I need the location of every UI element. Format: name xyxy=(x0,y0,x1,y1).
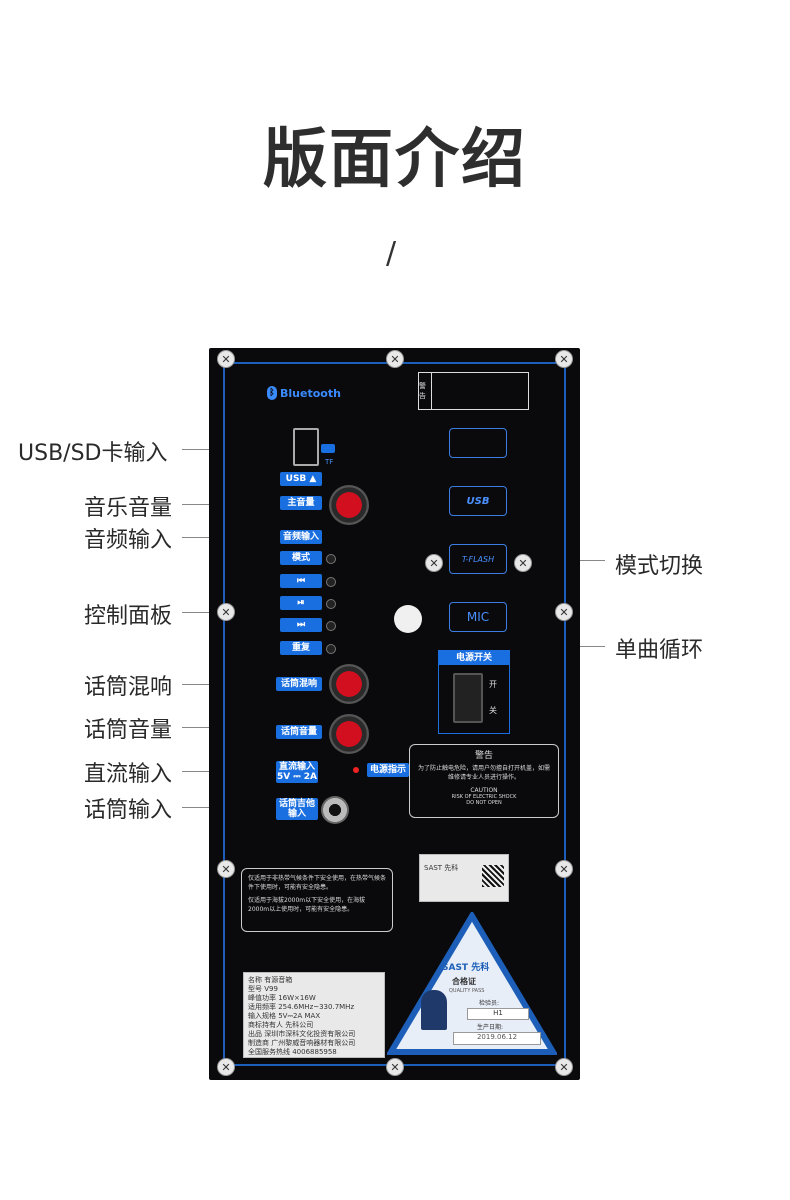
callout-mic-input: 话筒输入 xyxy=(84,798,173,823)
bluetooth-label: Bluetooth xyxy=(280,386,341,400)
main-volume-knob[interactable] xyxy=(329,485,369,525)
screw-icon: ✕ xyxy=(555,350,573,368)
spec-line: 型号 V99 xyxy=(248,985,278,993)
screw-icon: ✕ xyxy=(217,860,235,878)
caution-line-2: DO NOT OPEN xyxy=(466,800,502,806)
screw-icon: ✕ xyxy=(425,554,443,572)
spec-line: 制造商 广州黎威音响器材有限公司 xyxy=(248,1039,356,1047)
repeat-label: 重复 xyxy=(280,641,322,655)
mode-button[interactable] xyxy=(326,554,336,564)
power-off-label: 关 xyxy=(489,706,497,715)
altitude-notice-text: 仅适用于海拔2000m以下安全使用，在海拔2000m以上使用时，可能有安全隐患。 xyxy=(248,897,366,913)
qc-title: 合格证 xyxy=(452,977,476,986)
callout-mic-reverb: 话筒混响 xyxy=(84,675,173,700)
spec-sticker: 名称 有源音箱 型号 V99 峰值功率 16W×16W 适用频率 254.6MH… xyxy=(243,972,385,1058)
qc-seal-icon xyxy=(394,605,422,633)
callout-mode-switch: 模式切换 xyxy=(615,554,704,579)
callout-audio-input: 音频输入 xyxy=(84,528,173,553)
mic-reverb-knob[interactable] xyxy=(329,664,369,704)
play-pause-label: ⏯ xyxy=(280,596,322,610)
divider-slash: / xyxy=(386,236,397,271)
next-button[interactable] xyxy=(326,621,336,631)
tflash-mode-icon: T-FLASH xyxy=(449,544,507,574)
spec-line: 名称 有源音箱 xyxy=(248,976,293,984)
spec-line: 商标持有人 先科公司 xyxy=(248,1021,314,1029)
top-warning-title: 警告 xyxy=(419,373,432,409)
spec-line: 出品 深圳市深科文化投资有限公司 xyxy=(248,1030,356,1038)
brand-sticker: SAST 先科 xyxy=(419,854,509,902)
callout-usb-sd: USB/SD卡输入 xyxy=(18,441,168,466)
mic-reverb-label: 话筒混响 xyxy=(276,677,322,691)
bluetooth-icon: ᛒ xyxy=(267,386,277,400)
climate-notice: 仅适用于非热带气候条件下安全使用，在热带气候条件下使用时，可能有安全隐患。 仅适… xyxy=(241,868,393,932)
main-volume-label: 主音量 xyxy=(280,496,322,510)
page-title: 版面介绍 xyxy=(263,123,527,197)
power-on-label: 开 xyxy=(489,680,497,689)
brand-sticker-text: SAST 先科 xyxy=(424,864,459,872)
date-label: 生产日期: xyxy=(477,1024,504,1031)
usb-label: USB ▲ xyxy=(280,472,322,486)
date-value: 2019.06.12 xyxy=(453,1032,541,1045)
repeat-button[interactable] xyxy=(326,644,336,654)
screw-icon: ✕ xyxy=(386,350,404,368)
dc-input-label: 直流输入 5V ⎓ 2A xyxy=(276,761,318,783)
audio-input-label: 音频输入 xyxy=(280,530,322,544)
mic-jack[interactable] xyxy=(321,796,349,824)
sd-slot-icon xyxy=(321,444,335,453)
spec-line: 峰值功率 16W×16W xyxy=(248,994,316,1002)
warning-title: 警告 xyxy=(474,751,493,761)
bluetooth-mode-icon xyxy=(449,428,507,458)
screw-icon: ✕ xyxy=(555,1058,573,1076)
warning-box: 警告 为了防止触电危险，请用户勿擅自打开机盖，如需维修请专业人员进行操作。 CA… xyxy=(409,744,559,818)
qc-brand: SAST 先科 xyxy=(442,963,490,973)
screw-icon: ✕ xyxy=(217,1058,235,1076)
inspector-label: 检验员: xyxy=(479,1000,500,1007)
spokesperson-image xyxy=(421,990,447,1030)
usb-mode-icon: USB xyxy=(449,486,507,516)
spec-line: 输入规格 5V⎓2A MAX xyxy=(248,1012,321,1020)
qc-subtitle: QUALITY PASS xyxy=(449,988,485,994)
mic-volume-label: 话筒音量 xyxy=(276,725,322,739)
climate-notice-text: 仅适用于非热带气候条件下安全使用，在热带气候条件下使用时，可能有安全隐患。 xyxy=(248,875,387,891)
spec-line: 全国服务热线 4006885958 xyxy=(248,1048,337,1056)
callout-dc-input: 直流输入 xyxy=(84,762,173,787)
callout-music-volume: 音乐音量 xyxy=(84,496,173,521)
power-indicator-label: 电源指示 xyxy=(367,763,409,777)
mic-volume-knob[interactable] xyxy=(329,714,369,754)
play-pause-button[interactable] xyxy=(326,599,336,609)
screw-icon: ✕ xyxy=(217,350,235,368)
screw-icon: ✕ xyxy=(514,554,532,572)
inspector-value: H1 xyxy=(467,1008,529,1020)
prev-button[interactable] xyxy=(326,577,336,587)
mic-input-label: 话筒吉他 输入 xyxy=(276,798,318,820)
caution-line-1: RISK OF ELECTRIC SHOCK xyxy=(451,794,517,800)
amplifier-panel: ✕ ✕ ✕ ✕ ✕ ✕ ✕ ✕ ✕ ✕ ✕ ✕ ᛒ Bluetooth 警告 T… xyxy=(209,348,580,1080)
power-switch-frame: 电源开关 开 关 xyxy=(438,650,510,734)
next-label: ⏭ xyxy=(280,618,322,632)
power-led xyxy=(353,767,359,773)
usb-port[interactable] xyxy=(293,428,319,466)
screw-icon: ✕ xyxy=(555,603,573,621)
callout-control-panel: 控制面板 xyxy=(84,604,173,629)
bluetooth-logo: ᛒ Bluetooth xyxy=(267,386,341,400)
callout-mic-volume: 话筒音量 xyxy=(84,718,173,743)
screw-icon: ✕ xyxy=(386,1058,404,1076)
qr-code xyxy=(482,865,504,887)
caution-title: CAUTION xyxy=(470,787,498,794)
screw-icon: ✕ xyxy=(555,860,573,878)
screw-icon: ✕ xyxy=(217,603,235,621)
tf-label: TF xyxy=(325,458,334,466)
power-switch[interactable] xyxy=(453,673,483,723)
top-warning-sticker: 警告 xyxy=(418,372,529,410)
callout-single-loop: 单曲循环 xyxy=(615,638,704,663)
prev-label: ⏮ xyxy=(280,574,322,588)
power-switch-title: 电源开关 xyxy=(439,651,509,665)
mode-label: 模式 xyxy=(280,551,322,565)
mic-mode-icon: MIC xyxy=(449,602,507,632)
warning-text: 为了防止触电危险，请用户勿擅自打开机盖，如需维修请专业人员进行操作。 xyxy=(418,765,551,781)
spec-line: 适用频率 254.6MHz~330.7MHz xyxy=(248,1003,355,1011)
